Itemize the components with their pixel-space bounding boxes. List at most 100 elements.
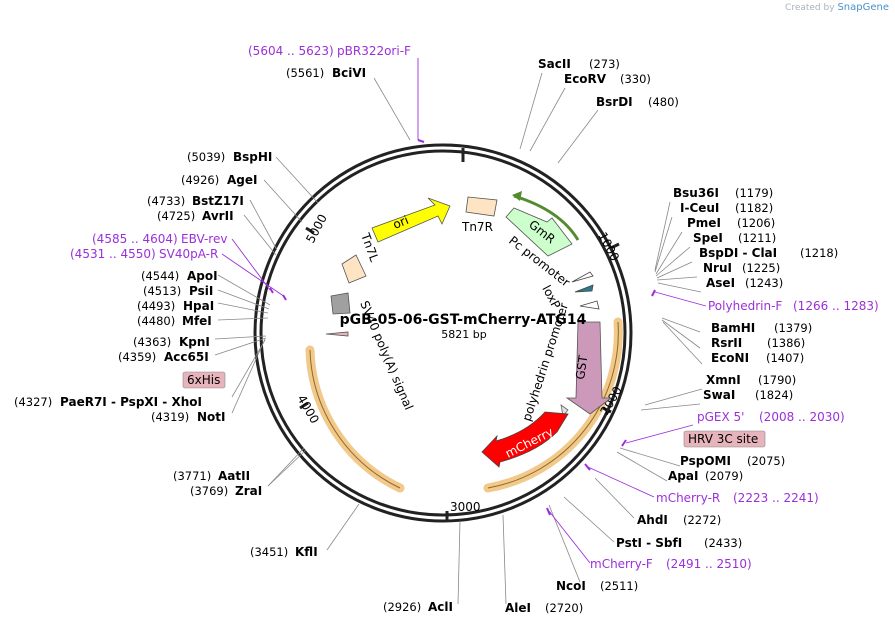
- svg-text:BspHI: BspHI: [233, 150, 272, 164]
- svg-text:mCherry-F: mCherry-F: [590, 557, 653, 571]
- svg-text:AclI: AclI: [428, 600, 453, 614]
- site-zrai: (3769) ZraI: [190, 484, 262, 498]
- site-ecorv: EcoRV (330): [564, 72, 651, 86]
- site-agei: (4926)AgeI: [181, 173, 257, 187]
- svg-text:KpnI: KpnI: [179, 335, 210, 349]
- svg-text:PmeI: PmeI: [687, 216, 721, 230]
- svg-text:EcoNI: EcoNI: [711, 351, 749, 365]
- site-bcivi: (5561) BciVI: [286, 66, 366, 80]
- svg-text:NruI: NruI: [703, 261, 732, 275]
- svg-text:(4319): (4319): [151, 410, 189, 424]
- site-bsphi: (5039) BspHI: [187, 150, 272, 164]
- svg-text:EcoRV: EcoRV: [564, 72, 607, 86]
- svg-text:(4363): (4363): [133, 335, 171, 349]
- svg-text:(4725): (4725): [157, 209, 195, 223]
- svg-text:(3451): (3451): [250, 545, 288, 559]
- svg-text:MfeI: MfeI: [182, 314, 212, 328]
- site-kfli: (3451)KflI: [250, 545, 318, 559]
- svg-text:(2720): (2720): [545, 601, 583, 615]
- svg-text:(273): (273): [589, 57, 620, 71]
- svg-text:(4926): (4926): [181, 173, 219, 187]
- svg-text:PstI - SbfI: PstI - SbfI: [616, 536, 682, 550]
- svg-text:(1790): (1790): [758, 373, 796, 387]
- primer-polyhedrin-f: Polyhedrin-F(1266 .. 1283): [708, 299, 879, 313]
- svg-text:NcoI: NcoI: [556, 579, 586, 593]
- his-tag-mark: [325, 331, 349, 337]
- svg-text:(2008 .. 2030): (2008 .. 2030): [759, 410, 845, 424]
- svg-text:(1824): (1824): [755, 388, 793, 402]
- svg-text:(5561): (5561): [286, 66, 324, 80]
- site-ahdi: AhdI(2272): [637, 513, 721, 527]
- svg-text:(3769): (3769): [190, 484, 228, 498]
- svg-text:SV40pA-R: SV40pA-R: [159, 247, 218, 261]
- primer-ebv-rev: (4585 .. 4604)EBV-rev: [92, 232, 227, 246]
- svg-text:SpeI: SpeI: [693, 231, 723, 245]
- orf-arc-right-core: [487, 321, 619, 489]
- site-acli: (2926) AclI: [383, 600, 453, 614]
- site-paer7i-pspxi-xhoi: (4327)PaeR7I - PspXI - XhoI: [14, 395, 202, 409]
- site-asei: AseI(1243): [706, 276, 783, 290]
- svg-text:mCherry-R: mCherry-R: [656, 491, 720, 505]
- svg-text:(4513): (4513): [143, 284, 181, 298]
- svg-text:(1407): (1407): [766, 351, 804, 365]
- site-bamhi: BamHI(1379): [711, 321, 812, 335]
- svg-text:(5039): (5039): [187, 150, 225, 164]
- svg-text:(2079): (2079): [705, 469, 743, 483]
- svg-text:RsrII: RsrII: [711, 336, 742, 350]
- svg-text:SwaI: SwaI: [703, 388, 735, 402]
- svg-text:6xHis: 6xHis: [187, 373, 220, 387]
- svg-text:HpaI: HpaI: [183, 299, 214, 313]
- site-sacii: SacII(273): [538, 57, 620, 71]
- svg-text:(2511): (2511): [600, 579, 638, 593]
- svg-text:(2272): (2272): [683, 513, 721, 527]
- svg-text:(1179): (1179): [735, 186, 773, 200]
- site-psii: (4513) PsiI: [143, 284, 213, 298]
- tick-3000: 3000: [450, 500, 481, 514]
- svg-text:(2926): (2926): [383, 600, 421, 614]
- svg-text:(4359): (4359): [118, 350, 156, 364]
- svg-text:(4544): (4544): [141, 269, 179, 283]
- svg-text:ApoI: ApoI: [187, 269, 218, 283]
- orf-arc-left-core: [309, 349, 401, 489]
- tick-marks: [299, 226, 620, 520]
- svg-text:(4327): (4327): [14, 395, 52, 409]
- pc-promoter-arrow: [513, 194, 580, 241]
- svg-text:(330): (330): [620, 72, 651, 86]
- svg-text:(1225): (1225): [742, 261, 780, 275]
- site-pspomi: PspOMI(2075): [680, 454, 785, 468]
- site-xmni: XmnI(1790): [706, 373, 796, 387]
- svg-text:PsiI: PsiI: [189, 284, 213, 298]
- svg-text:(3771): (3771): [173, 469, 211, 483]
- ori-label: ori: [391, 213, 411, 232]
- svg-text:(4480): (4480): [137, 314, 175, 328]
- svg-text:(4585 .. 4604): (4585 .. 4604): [92, 232, 178, 246]
- tn7r-feature: Tn7R: [461, 196, 498, 234]
- svg-text:(2491 .. 2510): (2491 .. 2510): [666, 557, 752, 571]
- svg-text:ZraI: ZraI: [235, 484, 262, 498]
- site-mfei: (4480) MfeI: [137, 314, 212, 328]
- site-nrui: NruI (1225): [703, 261, 780, 275]
- site-avrii: (4725)AvrII: [157, 209, 234, 223]
- svg-text:HRV 3C site: HRV 3C site: [688, 432, 758, 446]
- site-acc65i: (4359) Acc65I: [118, 350, 209, 364]
- svg-text:Bsu36I: Bsu36I: [673, 186, 719, 200]
- site-apai: ApaI (2079): [668, 469, 743, 483]
- svg-text:BspDI - ClaI: BspDI - ClaI: [699, 246, 777, 260]
- svg-text:ApaI: ApaI: [668, 469, 698, 483]
- boxed-6xhis: 6xHis: [182, 371, 226, 389]
- svg-text:Acc65I: Acc65I: [164, 350, 209, 364]
- site-ncoi: NcoI (2511): [556, 579, 638, 593]
- svg-text:NotI: NotI: [197, 410, 226, 424]
- site-econi: EcoNI (1407): [711, 351, 804, 365]
- svg-text:(1211): (1211): [738, 231, 776, 245]
- gst-label: GST: [573, 354, 590, 381]
- site-psti-sbfi: PstI - SbfI(2433): [616, 536, 742, 550]
- ori-feature: ori: [371, 197, 451, 243]
- backbone-inner: [259, 149, 627, 517]
- site-bspdi-clai: BspDI - ClaI(1218): [699, 246, 838, 260]
- svg-text:PspOMI: PspOMI: [680, 454, 731, 468]
- svg-text:BciVI: BciVI: [332, 66, 366, 80]
- svg-text:AseI: AseI: [706, 276, 735, 290]
- primer-pgex5: pGEX 5'(2008 .. 2030): [697, 410, 845, 424]
